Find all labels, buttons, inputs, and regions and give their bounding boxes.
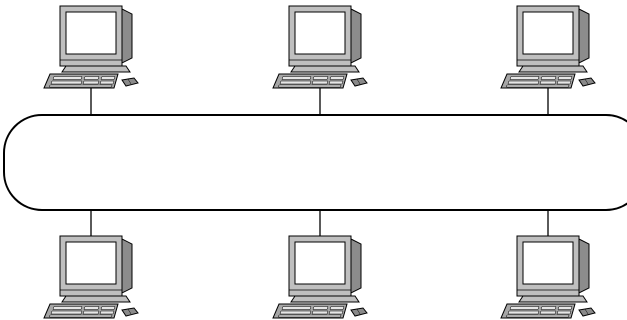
desktop-computer-icon	[44, 236, 138, 318]
desktop-computer-icon	[501, 6, 595, 88]
desktop-computer-icon	[273, 6, 367, 88]
workstation-top-center	[273, 6, 367, 88]
workstation-bottom-center	[273, 236, 367, 318]
workstation-bottom-left	[44, 236, 138, 318]
desktop-computer-icon	[501, 236, 595, 318]
network-bus	[4, 115, 627, 210]
workstation-top-right	[501, 6, 595, 88]
desktop-computer-icon	[273, 236, 367, 318]
workstation-bottom-right	[501, 236, 595, 318]
desktop-computer-icon	[44, 6, 138, 88]
workstation-top-left	[44, 6, 138, 88]
